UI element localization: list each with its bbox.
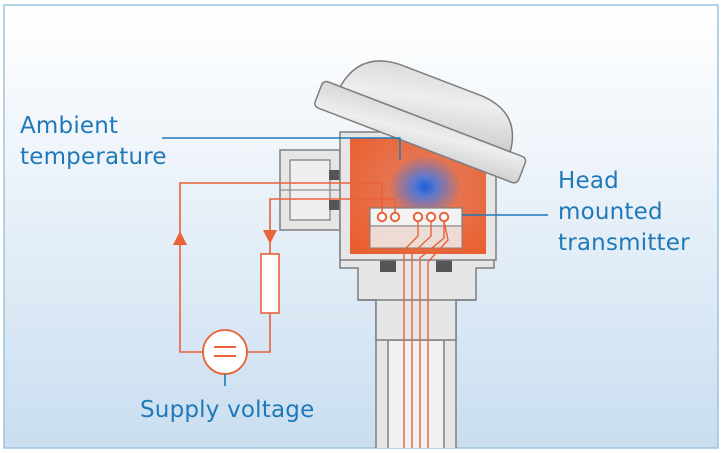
arrowhead-icon [263,230,277,244]
head-mounted-transmitter-label: Head mounted transmitter [558,168,690,256]
equals-in-circle-icon [202,329,248,386]
housing-lid [314,60,527,184]
sensor-wires [403,220,449,448]
seal-left [380,258,396,272]
seal-right [436,258,452,272]
supply-voltage-label: Supply voltage [140,397,315,423]
resistor-icon [260,253,280,314]
supply-loop [179,182,396,353]
cable-gland [279,149,341,231]
housing-neck [339,239,495,341]
arrowhead-icon [173,231,187,245]
ambient-temperature-label: Ambient temperature [20,113,167,170]
ambient-leader-line [162,137,401,160]
